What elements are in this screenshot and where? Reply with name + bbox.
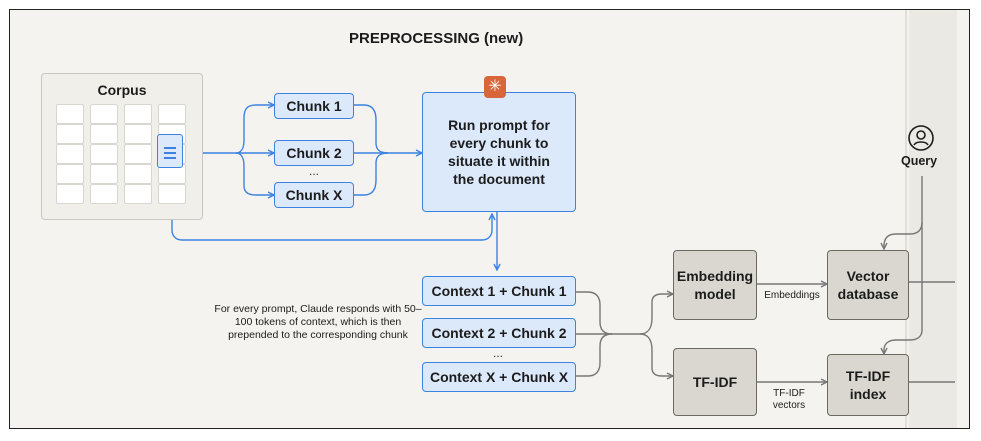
- embedding-model-box: Embedding model: [673, 250, 757, 320]
- embedding-model-label: Embedding model: [676, 268, 754, 302]
- vector-database-label: Vector database: [837, 268, 899, 302]
- chunk-x-box: Chunk X: [274, 182, 354, 208]
- prompt-box-text: Run prompt for every chunk to situate it…: [448, 117, 550, 187]
- contexts-ellipsis: ...: [493, 346, 504, 360]
- vector-database-box: Vector database: [827, 250, 909, 320]
- embeddings-label: Embeddings: [764, 290, 820, 301]
- band-divider: [905, 10, 907, 428]
- claude-note: For every prompt, Claude responds with 5…: [214, 303, 422, 341]
- tfidf-vectors-label: TF-IDF vectors: [772, 388, 806, 411]
- right-band: [909, 10, 957, 428]
- chunk-2-label: Chunk 2: [286, 145, 342, 161]
- document-icon: [157, 134, 183, 168]
- corpus-label: Corpus: [97, 82, 147, 98]
- tfidf-index-label: TF-IDF index: [845, 368, 891, 402]
- prompt-box: Run prompt for every chunk to situate it…: [422, 92, 576, 212]
- context-2-box: Context 2 + Chunk 2: [422, 318, 576, 348]
- context-1-box: Context 1 + Chunk 1: [422, 276, 576, 306]
- context-1-label: Context 1 + Chunk 1: [431, 283, 567, 299]
- context-2-label: Context 2 + Chunk 2: [431, 325, 567, 341]
- tfidf-label: TF-IDF: [692, 374, 738, 390]
- context-x-box: Context X + Chunk X: [422, 362, 576, 392]
- query-label: Query: [901, 154, 938, 168]
- chunk-1-label: Chunk 1: [286, 98, 342, 114]
- context-x-label: Context X + Chunk X: [429, 369, 569, 385]
- diagram-title: PREPROCESSING (new): [349, 30, 524, 47]
- chunk-x-label: Chunk X: [285, 187, 343, 203]
- tfidf-box: TF-IDF: [673, 348, 757, 416]
- chunk-1-box: Chunk 1: [274, 93, 354, 119]
- chunk-2-box: Chunk 2: [274, 140, 354, 166]
- claude-logo-icon: ✳: [484, 76, 506, 98]
- user-icon: [908, 125, 934, 151]
- chunks-ellipsis: ...: [309, 164, 320, 178]
- tfidf-index-box: TF-IDF index: [827, 354, 909, 416]
